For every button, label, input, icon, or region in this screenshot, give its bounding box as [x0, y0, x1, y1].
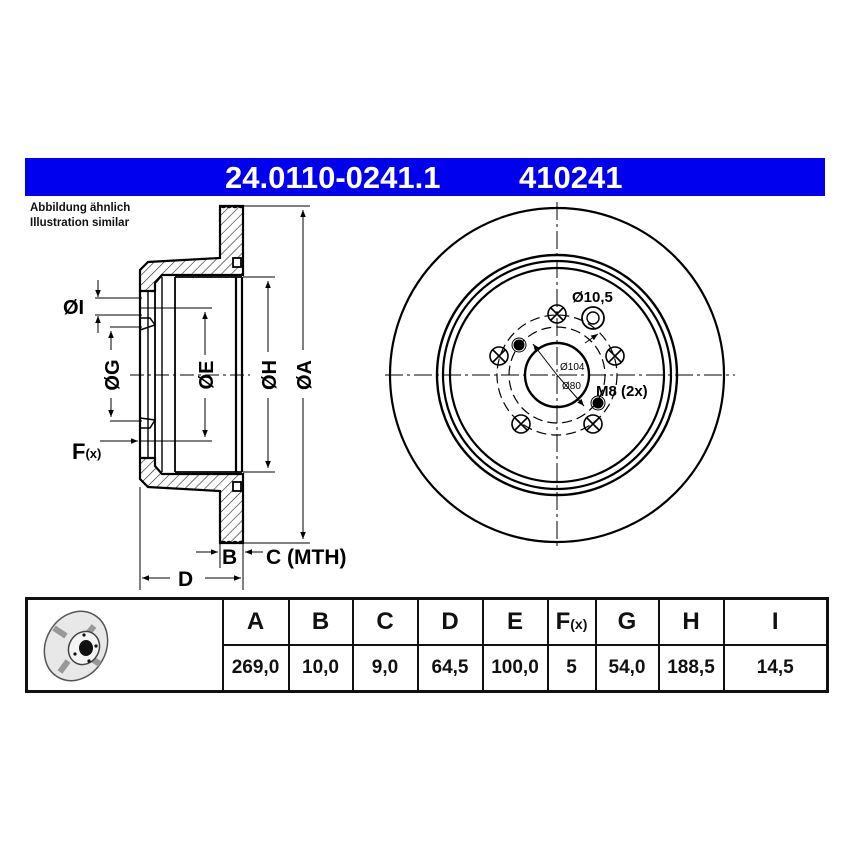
label-center-bore: Ø80: [562, 381, 581, 392]
dimension-table: A B C D E F(x) G H I 269,0 10,0 9,0 64,5…: [25, 597, 829, 693]
part-number: 24.0110-0241.1: [225, 160, 441, 195]
note-english: Illustration similar: [30, 217, 130, 229]
header-a: A: [221, 597, 290, 646]
front-view: [385, 202, 735, 550]
label-dia-a: ØA: [294, 360, 316, 390]
section-lower: [138, 456, 245, 545]
value-a: 269,0: [221, 644, 290, 693]
label-bolt-hole-dia: Ø10,5: [572, 289, 613, 306]
section-view: [95, 204, 310, 590]
label-f: F(x): [72, 439, 101, 464]
label-dia-e: ØE: [196, 361, 218, 390]
value-h: 188,5: [657, 644, 725, 693]
header-f: F(x): [546, 597, 597, 646]
label-pcd: Ø104: [560, 362, 585, 373]
label-dia-i: ØI: [63, 297, 84, 319]
title-bar: 24.0110-0241.1 410241: [25, 158, 825, 196]
value-d: 64,5: [416, 644, 484, 693]
value-c: 9,0: [351, 644, 419, 693]
header-i: I: [722, 597, 829, 646]
label-b: B: [222, 546, 237, 569]
value-i: 14,5: [722, 644, 829, 693]
value-g: 54,0: [594, 644, 660, 693]
header-b: B: [287, 597, 354, 646]
label-f-main: F: [72, 439, 85, 464]
label-thread: M8 (2x): [596, 383, 648, 400]
reference-number: 410241: [519, 160, 623, 195]
label-dia-g: ØG: [102, 359, 124, 390]
header-e: E: [481, 597, 549, 646]
label-d: D: [178, 568, 193, 591]
header-h: H: [657, 597, 725, 646]
table-value-row: 269,0 10,0 9,0 64,5 100,0 5 54,0 188,5 1…: [27, 644, 829, 693]
header-c: C: [351, 597, 419, 646]
note-german: Abbildung ähnlich: [30, 202, 131, 214]
thumbnail-cell: [25, 597, 224, 693]
header-g: G: [594, 597, 660, 646]
value-e: 100,0: [481, 644, 549, 693]
technical-drawing: ØA ØH ØE ØG ØI F(x) B C (MTH) D: [63, 202, 735, 591]
table-header-row: A B C D E F(x) G H I: [25, 597, 829, 693]
value-b: 10,0: [287, 644, 354, 693]
label-dia-h: ØH: [259, 360, 281, 390]
label-f-sub: (x): [85, 446, 101, 461]
header-d: D: [416, 597, 484, 646]
label-c-mth: C (MTH): [266, 546, 346, 569]
section-upper: [138, 204, 245, 293]
brake-disc-icon: [43, 610, 109, 682]
value-f: 5: [546, 644, 597, 693]
illustration-note: Abbildung ähnlich Illustration similar: [30, 201, 130, 231]
